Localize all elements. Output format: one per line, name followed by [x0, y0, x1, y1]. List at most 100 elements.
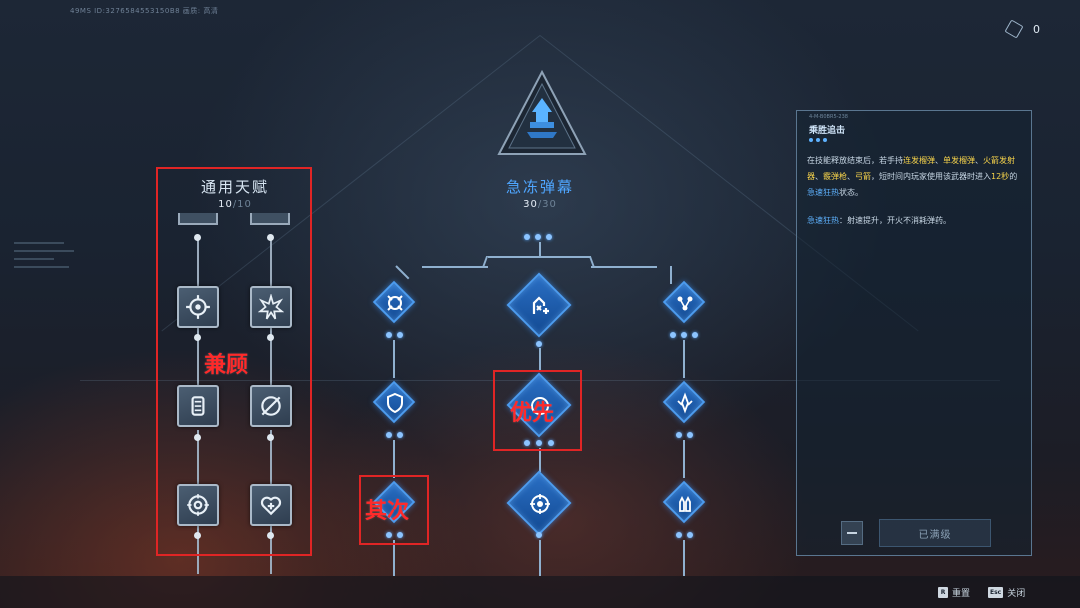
talent-node-pursuit[interactable] — [516, 382, 564, 430]
desc-state: 急速狂热 — [807, 188, 839, 197]
branch-count: 30/30 — [480, 199, 600, 210]
crystal-icon — [677, 392, 693, 414]
currency-value: 0 — [1033, 22, 1040, 36]
rank-dot — [681, 332, 687, 338]
rank-dot — [194, 334, 201, 341]
talent-node-heart[interactable] — [250, 484, 292, 526]
talent-node-ammo[interactable] — [177, 385, 219, 427]
close-label: 关闭 — [1007, 589, 1026, 599]
rank-dot — [524, 440, 530, 446]
rank-dot — [267, 434, 274, 441]
rank-dot — [194, 434, 201, 441]
desc-weapon: 单发榴弹 — [943, 156, 975, 165]
detail-description: 在技能释放结束后，若手持连发榴弹、单发榴弹、火箭发射器、霰弹枪、弓箭，短时间内玩… — [807, 153, 1022, 229]
reset-hint[interactable]: R 重置 — [938, 586, 970, 599]
rank-dot — [386, 532, 392, 538]
connector-line — [591, 266, 657, 268]
desc-text: 的 — [1009, 172, 1018, 181]
connector-line — [270, 326, 272, 386]
talent-node-shield[interactable] — [379, 387, 411, 419]
rank-dot — [536, 532, 542, 538]
talent-node-bullets[interactable] — [669, 487, 701, 519]
talent-node-crosshair-b[interactable] — [379, 287, 411, 319]
rank-dot — [386, 432, 392, 438]
talent-node-partial[interactable] — [250, 213, 290, 225]
rank-dot — [397, 432, 403, 438]
max-level-button[interactable]: 已满级 — [879, 519, 991, 547]
rank-dot — [267, 334, 274, 341]
rank-dot — [194, 532, 201, 539]
annotation-label-both: 兼顾 — [204, 353, 249, 378]
desc-text: 状态。 — [839, 188, 863, 197]
connector-line — [393, 540, 395, 576]
connector-line — [393, 440, 395, 478]
desc-text: ，短时间内玩家使用该武器时进入 — [871, 172, 991, 181]
rank-dot — [687, 532, 693, 538]
talent-node-target-b[interactable] — [516, 480, 564, 528]
connector-line — [488, 256, 591, 258]
star-burst-icon — [258, 294, 284, 320]
ammo-icon — [191, 396, 205, 416]
rank-dot — [670, 332, 676, 338]
branch-count-max: /30 — [537, 199, 557, 210]
crosshair-icon — [387, 295, 403, 311]
target-icon — [530, 494, 550, 514]
bullets-icon — [679, 495, 691, 512]
talent-node-partial[interactable] — [178, 213, 218, 225]
connector-line — [197, 430, 199, 486]
effect-desc: ：射速提升，开火不消耗弹药。 — [839, 216, 951, 225]
rank-dot — [386, 332, 392, 338]
detail-code: 4-M-B0BR5-238 — [809, 114, 848, 120]
branch-count-current: 30 — [523, 199, 538, 210]
desc-duration: 12秒 — [991, 172, 1010, 181]
rank-dot — [267, 532, 274, 539]
talent-node-crosshair[interactable] — [177, 286, 219, 328]
rank-dot — [676, 532, 682, 538]
desc-weapon: 火箭发射器 — [807, 156, 1015, 181]
session-id-text: 49MS ID:3276584553150B8 画质: 高清 — [70, 7, 219, 15]
shield-icon — [387, 392, 403, 414]
annotation-label-secondary: 其次 — [365, 499, 410, 524]
close-key: Esc — [988, 587, 1004, 598]
annotation-label-priority: 优先 — [510, 401, 555, 426]
close-hint[interactable]: Esc 关闭 — [988, 586, 1025, 599]
nodes-icon — [677, 296, 693, 311]
deco-text-block — [14, 242, 94, 274]
currency-display: 0 — [1004, 19, 1040, 39]
connector-line — [539, 540, 541, 576]
tree-emblem-icon — [497, 69, 587, 155]
tree-emblem — [497, 69, 587, 156]
talent-node-burst[interactable] — [250, 286, 292, 328]
connector-line — [683, 440, 685, 478]
connector-line — [588, 256, 596, 268]
rank-dot — [676, 432, 682, 438]
connector-line — [683, 540, 685, 576]
rank-dot — [536, 440, 542, 446]
connector-line — [539, 242, 541, 256]
connector-line — [539, 448, 541, 472]
ammo-plus-icon — [532, 296, 549, 314]
annotation-box-general — [156, 167, 312, 556]
talent-node-ammo-plus[interactable] — [516, 282, 564, 330]
talent-detail-panel: 4-M-B0BR5-238 乘胜追击 在技能释放结束后，若手持连发榴弹、单发榴弹… — [796, 110, 1032, 556]
talent-node-scope[interactable] — [250, 385, 292, 427]
talent-node-crystal[interactable] — [669, 387, 701, 419]
desc-text: 、 — [847, 172, 855, 181]
bottom-bar — [0, 576, 1080, 608]
connector-line — [270, 526, 272, 574]
desc-text: 、 — [935, 156, 943, 165]
general-panel-count: 10/10 — [170, 199, 300, 210]
rank-dot — [548, 440, 554, 446]
crosshair-icon — [186, 295, 210, 319]
reset-key: R — [938, 587, 948, 598]
connector-line — [197, 526, 199, 574]
connector-line — [270, 238, 272, 286]
rank-dot — [524, 234, 530, 240]
downgrade-button[interactable] — [841, 521, 863, 545]
detail-title: 乘胜追击 — [809, 126, 846, 136]
talent-node-target[interactable] — [177, 484, 219, 526]
connector-line — [393, 340, 395, 378]
desc-text: 在技能释放结束后，若手持 — [807, 156, 903, 165]
talent-node-nodes[interactable] — [669, 287, 701, 319]
rank-dot — [535, 234, 541, 240]
